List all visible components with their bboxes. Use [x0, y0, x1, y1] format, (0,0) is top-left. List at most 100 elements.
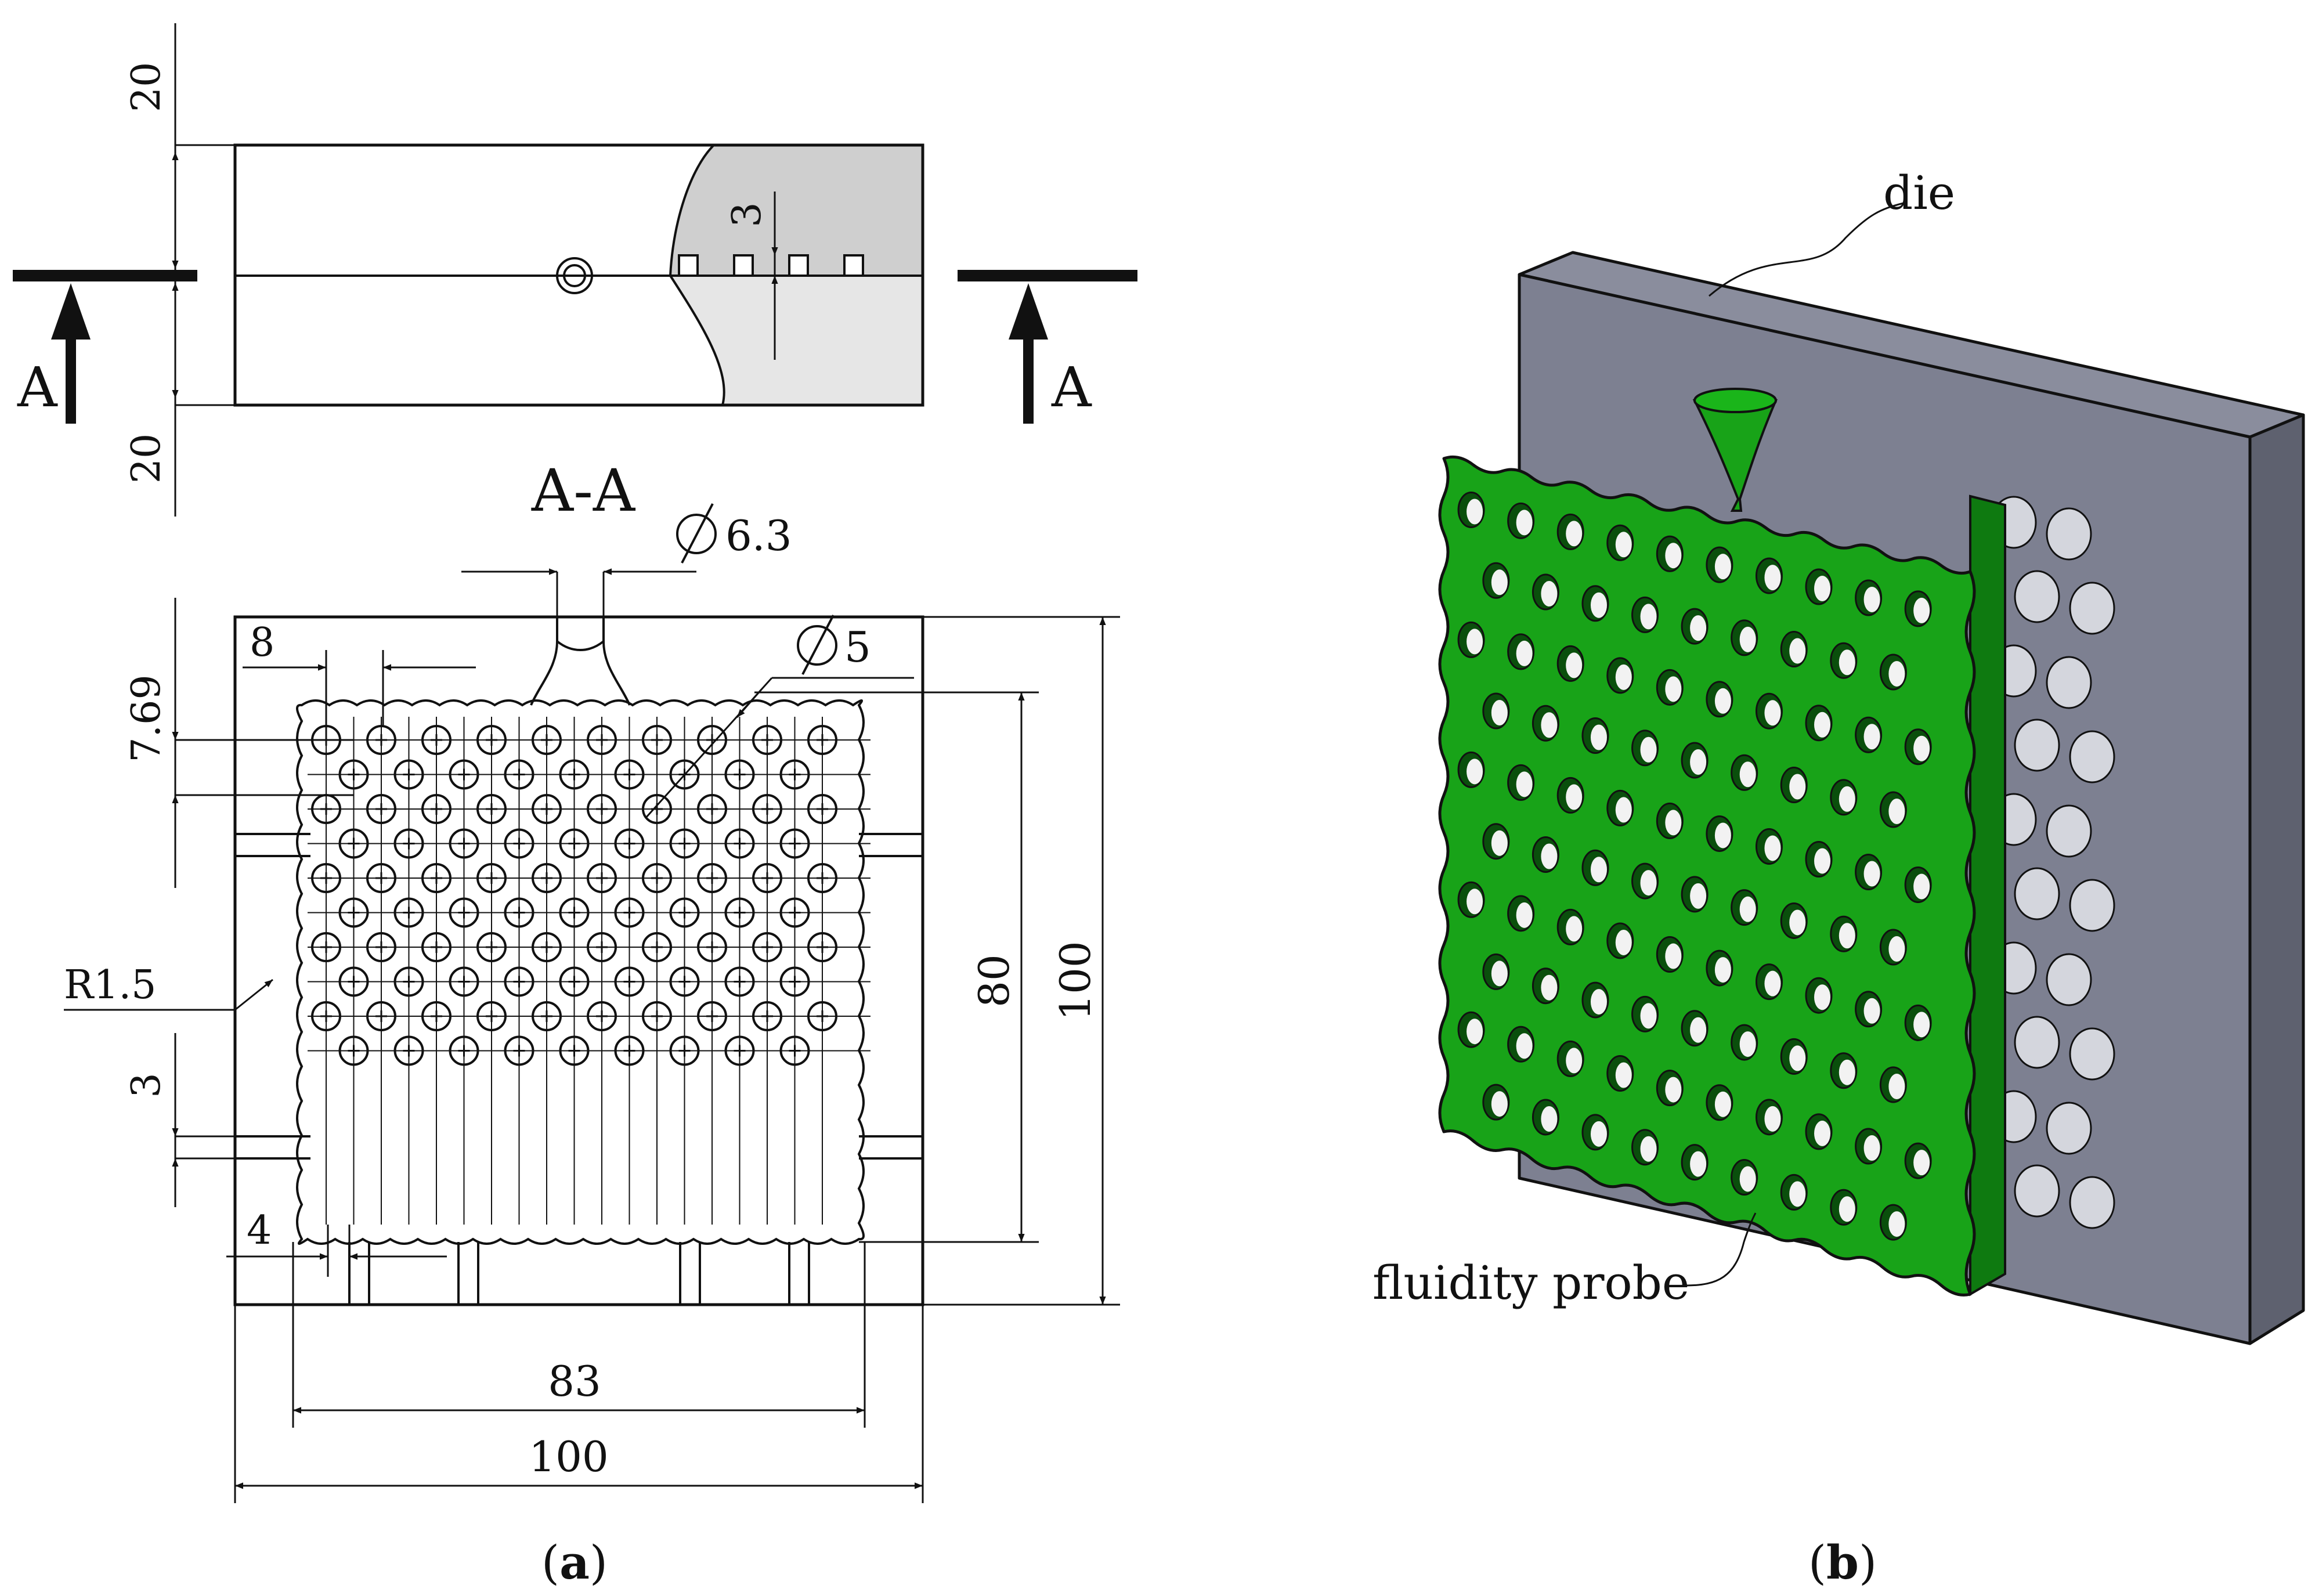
probe-hole-inner [1913, 1012, 1930, 1038]
section-label-left: A [17, 356, 58, 420]
probe-hole-inner [1665, 810, 1682, 836]
dim-pitch-8: 8 [250, 620, 274, 666]
probe-hole-inner [1467, 759, 1483, 785]
probe-hole-inner [1615, 664, 1632, 690]
caption-a: (a) [541, 1535, 608, 1590]
probe-hole-inner [1566, 1048, 1583, 1074]
probe-holes [1457, 491, 1932, 1241]
probe-outline [296, 699, 865, 1245]
probe-hole-inner [1714, 957, 1731, 983]
die-side [2248, 413, 2305, 1345]
probe-hole-inner [1516, 771, 1533, 797]
probe-hole-inner [1665, 1077, 1682, 1103]
probe-hole-inner [1615, 797, 1632, 823]
probe-hole-inner [1541, 581, 1558, 607]
probe-hole-inner [1789, 774, 1806, 800]
label-die: die [1883, 166, 1955, 220]
probe-hole-inner [1863, 861, 1880, 887]
probe-hole-inner [1714, 1091, 1731, 1117]
probe-hole-inner [1863, 586, 1880, 612]
probe-hole-inner [1839, 1059, 1855, 1085]
probe-hole-inner [1714, 554, 1731, 580]
probe-hole-inner [1640, 1136, 1657, 1162]
probe-hole-inner [1764, 700, 1781, 726]
probe-hole-inner [1839, 786, 1855, 812]
probe-hole-inner [1739, 896, 1756, 922]
probe-hole-inner [1913, 735, 1930, 761]
die-pin [2069, 730, 2115, 783]
probe-hole-inner [1665, 676, 1682, 702]
probe-sprue [1692, 399, 1778, 512]
fluidity-probe [1438, 388, 2006, 1297]
probe-hole-inner [1566, 521, 1583, 547]
probe-hole-inner [1640, 1003, 1657, 1029]
die-pin [2046, 656, 2092, 709]
die-pin [2069, 1176, 2115, 1229]
probe-side-face [1969, 494, 2006, 1297]
probe-hole-inner [1590, 724, 1607, 750]
probe-hole-inner [1467, 1019, 1483, 1045]
probe-hole-inner [1566, 652, 1583, 678]
probe-hole-inner [1615, 929, 1632, 955]
probe-hole-inner [1640, 870, 1657, 896]
probe-hole-inner [1839, 923, 1855, 949]
probe-hole-inner [1665, 943, 1682, 969]
section-arrow-right: A [958, 270, 1137, 424]
probe-hole-inner [1739, 1031, 1756, 1057]
panel-a: 20 20 3 A A A-A [13, 23, 1137, 1590]
probe-hole-inner [1888, 660, 1905, 687]
probe-hole-inner [1764, 1106, 1781, 1132]
probe-hole-inner [1789, 1045, 1806, 1071]
probe-hole-inner [1764, 565, 1781, 591]
probe-hole-inner [1888, 798, 1905, 824]
probe-hole-inner [1913, 873, 1930, 900]
probe-hole-inner [1739, 626, 1756, 652]
slots [678, 254, 864, 277]
probe-hole-inner [1863, 724, 1880, 750]
probe-hole-inner [1814, 848, 1831, 874]
probe-hole-inner [1888, 936, 1905, 962]
probe-hole-inner [1764, 970, 1781, 996]
probe-hole-inner [1690, 1151, 1707, 1177]
dim-width-83: 83 [548, 1357, 601, 1406]
label-fluidity-probe: fluidity probe [1372, 1256, 1689, 1310]
probe-hole-inner [1839, 1196, 1855, 1222]
probe-hole-inner [1467, 889, 1483, 915]
die-pin [2046, 1102, 2092, 1155]
probe-hole-inner [1590, 857, 1607, 883]
probe-hole-inner [1491, 700, 1508, 726]
panel-b: die fluidity probe (b) [1372, 166, 2305, 1590]
probe-hole-inner [1541, 712, 1558, 738]
dim-sprue-diameter: 6.3 [725, 511, 792, 560]
diameter-symbol-hole [797, 615, 837, 675]
probe-hole-inner [1690, 749, 1707, 775]
die-pin [2069, 582, 2115, 635]
probe-hole-inner [1491, 961, 1508, 987]
dim-offset-7-69: 7.69 [124, 674, 169, 762]
probe-hole-inner [1640, 736, 1657, 763]
section-title: A-A [531, 457, 636, 525]
probe-hole-inner [1714, 688, 1731, 714]
probe-hole-inner [1516, 902, 1533, 928]
probe-hole-inner [1541, 843, 1558, 869]
probe-hole-inner [1814, 1120, 1831, 1146]
dim-slot-3: 3 [724, 202, 770, 227]
die-pin [2014, 570, 2060, 623]
section-view: 6.3 5 8 7.69 R1.5 3 4 80 100 83 100 [64, 503, 1120, 1503]
dim-top-20: 20 [124, 62, 169, 113]
probe-hole-inner [1566, 916, 1583, 942]
die-pin [2046, 804, 2092, 858]
probe-hole-inner [1814, 576, 1831, 602]
probe-hole-inner [1665, 543, 1682, 569]
probe-hole-inner [1690, 615, 1707, 641]
die-pin [2014, 867, 2060, 920]
probe-hole-inner [1516, 640, 1533, 666]
die-pin [2069, 879, 2115, 932]
die-pin [2069, 1027, 2115, 1081]
dim-bottom-20: 20 [124, 434, 169, 484]
probe-hole-inner [1863, 1135, 1880, 1161]
probe-hole-inner [1491, 830, 1508, 856]
dim-gap-4: 4 [247, 1208, 272, 1254]
probe-hole-inner [1913, 597, 1930, 623]
dim-gap-3: 3 [124, 1073, 169, 1097]
